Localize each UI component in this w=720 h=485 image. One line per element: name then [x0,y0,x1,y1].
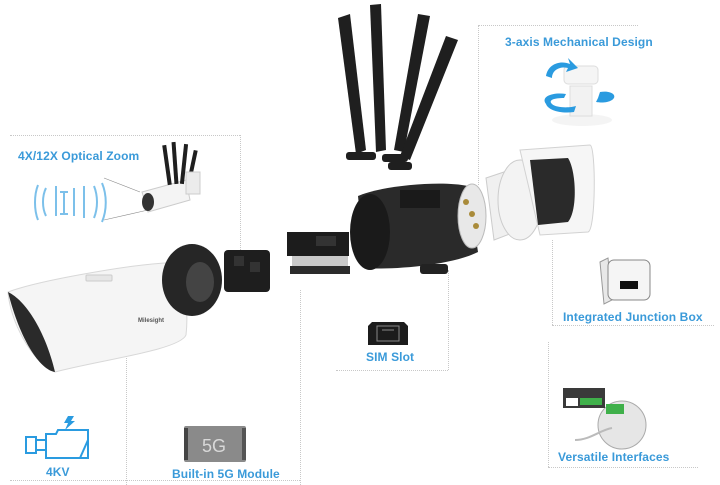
antenna [400,36,458,160]
feature-label-5g-module: Built-in 5G Module [172,467,280,481]
guide-line [126,355,127,485]
feature-label-junction-box: Integrated Junction Box [563,310,703,324]
mini-camera-image [103,141,201,221]
feature-label-4kv: 4KV [46,465,70,479]
camera-shell: Milesight [7,262,188,373]
5g-chip-text: 5G [202,436,226,456]
guide-line [336,370,448,371]
guide-line [548,467,698,468]
guide-line [300,290,301,485]
housing [350,183,487,270]
guide-line [478,25,638,26]
interface-board-icon [563,388,647,450]
lens-ring [162,244,222,316]
main-board [287,232,350,274]
guide-line [448,270,449,370]
brand-logo: Milesight [138,318,164,324]
feature-label-versatile-interfaces: Versatile Interfaces [558,450,670,464]
guide-line [240,135,241,250]
guide-line [10,480,300,481]
guide-line [548,342,549,467]
feature-label-sim-slot: SIM Slot [366,350,415,364]
rotation-arrows-icon [544,58,615,126]
junction-box-mount [485,144,595,241]
antenna [370,4,386,152]
sim-cover [420,264,448,274]
guide-line [478,25,479,185]
antenna [394,14,430,152]
junction-box-icon [599,257,651,305]
feature-label-mechanical-design: 3-axis Mechanical Design [505,35,653,49]
guide-line [552,325,714,326]
guide-line [10,135,240,136]
camera-lightning-icon [25,416,89,459]
zoom-lens-icon [34,182,107,223]
sim-card-icon [368,322,408,345]
5g-module-icon: 5G [184,426,246,462]
antenna [338,14,366,154]
feature-label-optical-zoom: 4X/12X Optical Zoom [18,149,140,163]
lens-module [224,250,270,292]
antennas [338,4,458,170]
guide-line [552,240,553,325]
